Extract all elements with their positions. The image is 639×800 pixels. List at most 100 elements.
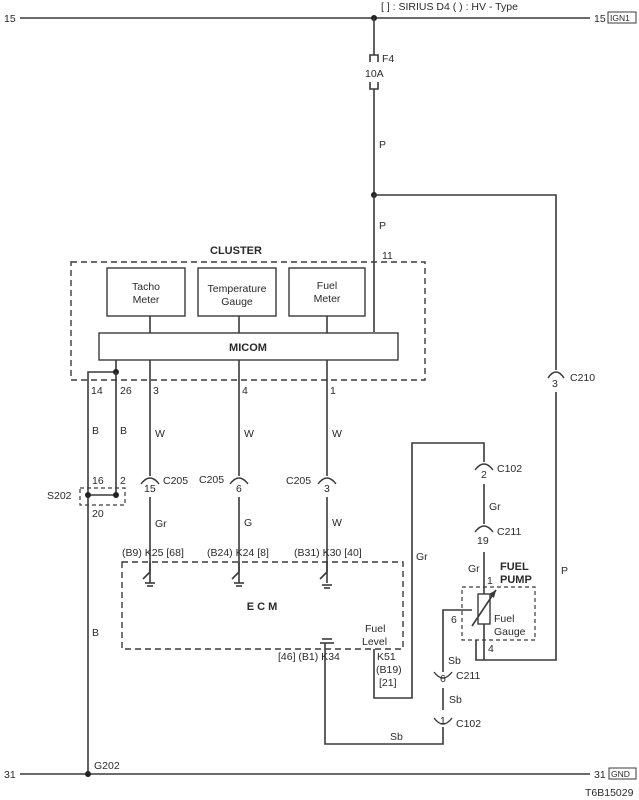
- rail-15-right-label: 15: [594, 13, 606, 25]
- temperature-gauge-box: [197, 267, 277, 317]
- wire-color-label: P: [379, 139, 386, 151]
- svg-text:6: 6: [236, 483, 242, 495]
- svg-text:GND: GND: [611, 769, 630, 779]
- svg-text:Tacho: Tacho: [132, 281, 160, 293]
- svg-text:Gr: Gr: [155, 518, 167, 530]
- svg-text:Gr: Gr: [489, 501, 501, 513]
- svg-text:Gauge: Gauge: [494, 626, 526, 638]
- svg-text:C211: C211: [497, 526, 521, 538]
- cluster-title: CLUSTER: [210, 245, 262, 257]
- svg-text:16: 16: [92, 475, 104, 487]
- svg-text:1: 1: [330, 385, 336, 397]
- svg-text:B: B: [92, 627, 99, 639]
- svg-text:26: 26: [120, 385, 132, 397]
- svg-text:W: W: [155, 428, 165, 440]
- rail-15-left-label: 15: [4, 13, 16, 25]
- svg-text:(B31) K30 [40]: (B31) K30 [40]: [294, 547, 362, 559]
- svg-text:3: 3: [552, 378, 558, 390]
- svg-text:Gr: Gr: [468, 563, 480, 575]
- connector-c102-icon: [474, 463, 494, 471]
- svg-text:11: 11: [382, 250, 393, 262]
- fuel-pump-title: FUEL: [500, 561, 529, 573]
- splice-s202-label: S202: [47, 490, 72, 502]
- svg-text:3: 3: [153, 385, 159, 397]
- svg-text:4: 4: [488, 643, 494, 655]
- svg-text:6: 6: [451, 614, 457, 626]
- svg-text:6: 6: [440, 673, 446, 685]
- connector-c205-icon: [140, 477, 160, 485]
- svg-text:(B9) K25 [68]: (B9) K25 [68]: [122, 547, 184, 559]
- svg-text:19: 19: [477, 535, 489, 547]
- connector-c210-label: C210: [570, 372, 595, 384]
- ecm-ground-icon: [320, 638, 334, 644]
- svg-text:1: 1: [440, 715, 446, 727]
- fuse-rating: 10A: [365, 68, 384, 80]
- micom-label: MICOM: [229, 342, 267, 354]
- svg-text:C102: C102: [456, 718, 481, 730]
- svg-text:2: 2: [120, 475, 126, 487]
- micom-box: [98, 332, 399, 361]
- connector-c205-icon: [229, 477, 249, 485]
- svg-text:G: G: [244, 517, 252, 529]
- svg-text:2: 2: [481, 469, 487, 481]
- fuel-meter-box: [288, 267, 366, 317]
- svg-text:B: B: [120, 425, 127, 437]
- fuse-name: F4: [382, 53, 394, 65]
- svg-text:31: 31: [594, 769, 606, 781]
- svg-text:(B24) K24 [8]: (B24) K24 [8]: [207, 547, 269, 559]
- diagram-code: T6B15029: [585, 787, 634, 799]
- connector-c211-icon: [474, 525, 494, 533]
- svg-text:Fuel: Fuel: [494, 613, 514, 625]
- cluster-module: [70, 261, 426, 381]
- svg-text:(B19): (B19): [376, 664, 402, 676]
- svg-text:C205: C205: [199, 474, 224, 486]
- wire-color-label: P: [379, 220, 386, 232]
- fuse-bottom-icon: [369, 82, 379, 90]
- svg-text:PUMP: PUMP: [500, 574, 532, 586]
- svg-text:B: B: [92, 425, 99, 437]
- svg-text:C102: C102: [497, 463, 522, 475]
- svg-text:Gauge: Gauge: [221, 296, 253, 308]
- svg-text:Meter: Meter: [314, 293, 341, 305]
- svg-text:15: 15: [144, 483, 156, 495]
- tacho-meter-box: [106, 267, 186, 317]
- ign1-badge: [607, 11, 637, 24]
- svg-text:14: 14: [91, 385, 103, 397]
- wire-color-label: P: [561, 565, 568, 577]
- fuel-pump-module: [461, 586, 536, 641]
- ecm-title: E C M: [247, 601, 278, 613]
- svg-text:W: W: [332, 517, 342, 529]
- svg-text:W: W: [244, 428, 254, 440]
- ecm-ground-switch-icon: [319, 562, 332, 589]
- ecm-ground-switch-icon: [142, 562, 155, 587]
- connector-c205-icon: [317, 477, 337, 485]
- svg-text:Fuel: Fuel: [317, 280, 337, 292]
- svg-text:C205: C205: [163, 475, 188, 487]
- ecm-ground-switch-icon: [231, 562, 244, 587]
- svg-text:3: 3: [324, 483, 330, 495]
- svg-text:C205: C205: [286, 475, 311, 487]
- svg-text:Sb: Sb: [448, 655, 461, 667]
- svg-text:Gr: Gr: [416, 551, 428, 563]
- svg-text:Fuel: Fuel: [365, 623, 385, 635]
- fuse-top-icon: [369, 54, 379, 62]
- variant-legend: [ ] : SIRIUS D4 ( ) : HV - Type: [381, 1, 518, 13]
- svg-text:Sb: Sb: [449, 694, 462, 706]
- gnd-badge: [608, 767, 637, 780]
- svg-text:20: 20: [92, 508, 104, 520]
- svg-text:Sb: Sb: [390, 731, 403, 743]
- ground-point-g202: [85, 771, 91, 777]
- svg-text:[46] (B1) K34: [46] (B1) K34: [278, 651, 340, 663]
- svg-text:W: W: [332, 428, 342, 440]
- ecm-module: [121, 561, 404, 650]
- connector-c210-icon: [547, 371, 565, 379]
- ign1-badge-label: IGN1: [610, 13, 630, 23]
- svg-text:Level: Level: [362, 636, 387, 648]
- connector-c211-icon: [433, 671, 453, 679]
- connector-c102-icon: [433, 717, 453, 725]
- svg-text:4: 4: [242, 385, 248, 397]
- svg-text:Temperature: Temperature: [208, 283, 267, 295]
- svg-text:[21]: [21]: [379, 677, 397, 689]
- svg-text:K51: K51: [377, 651, 396, 663]
